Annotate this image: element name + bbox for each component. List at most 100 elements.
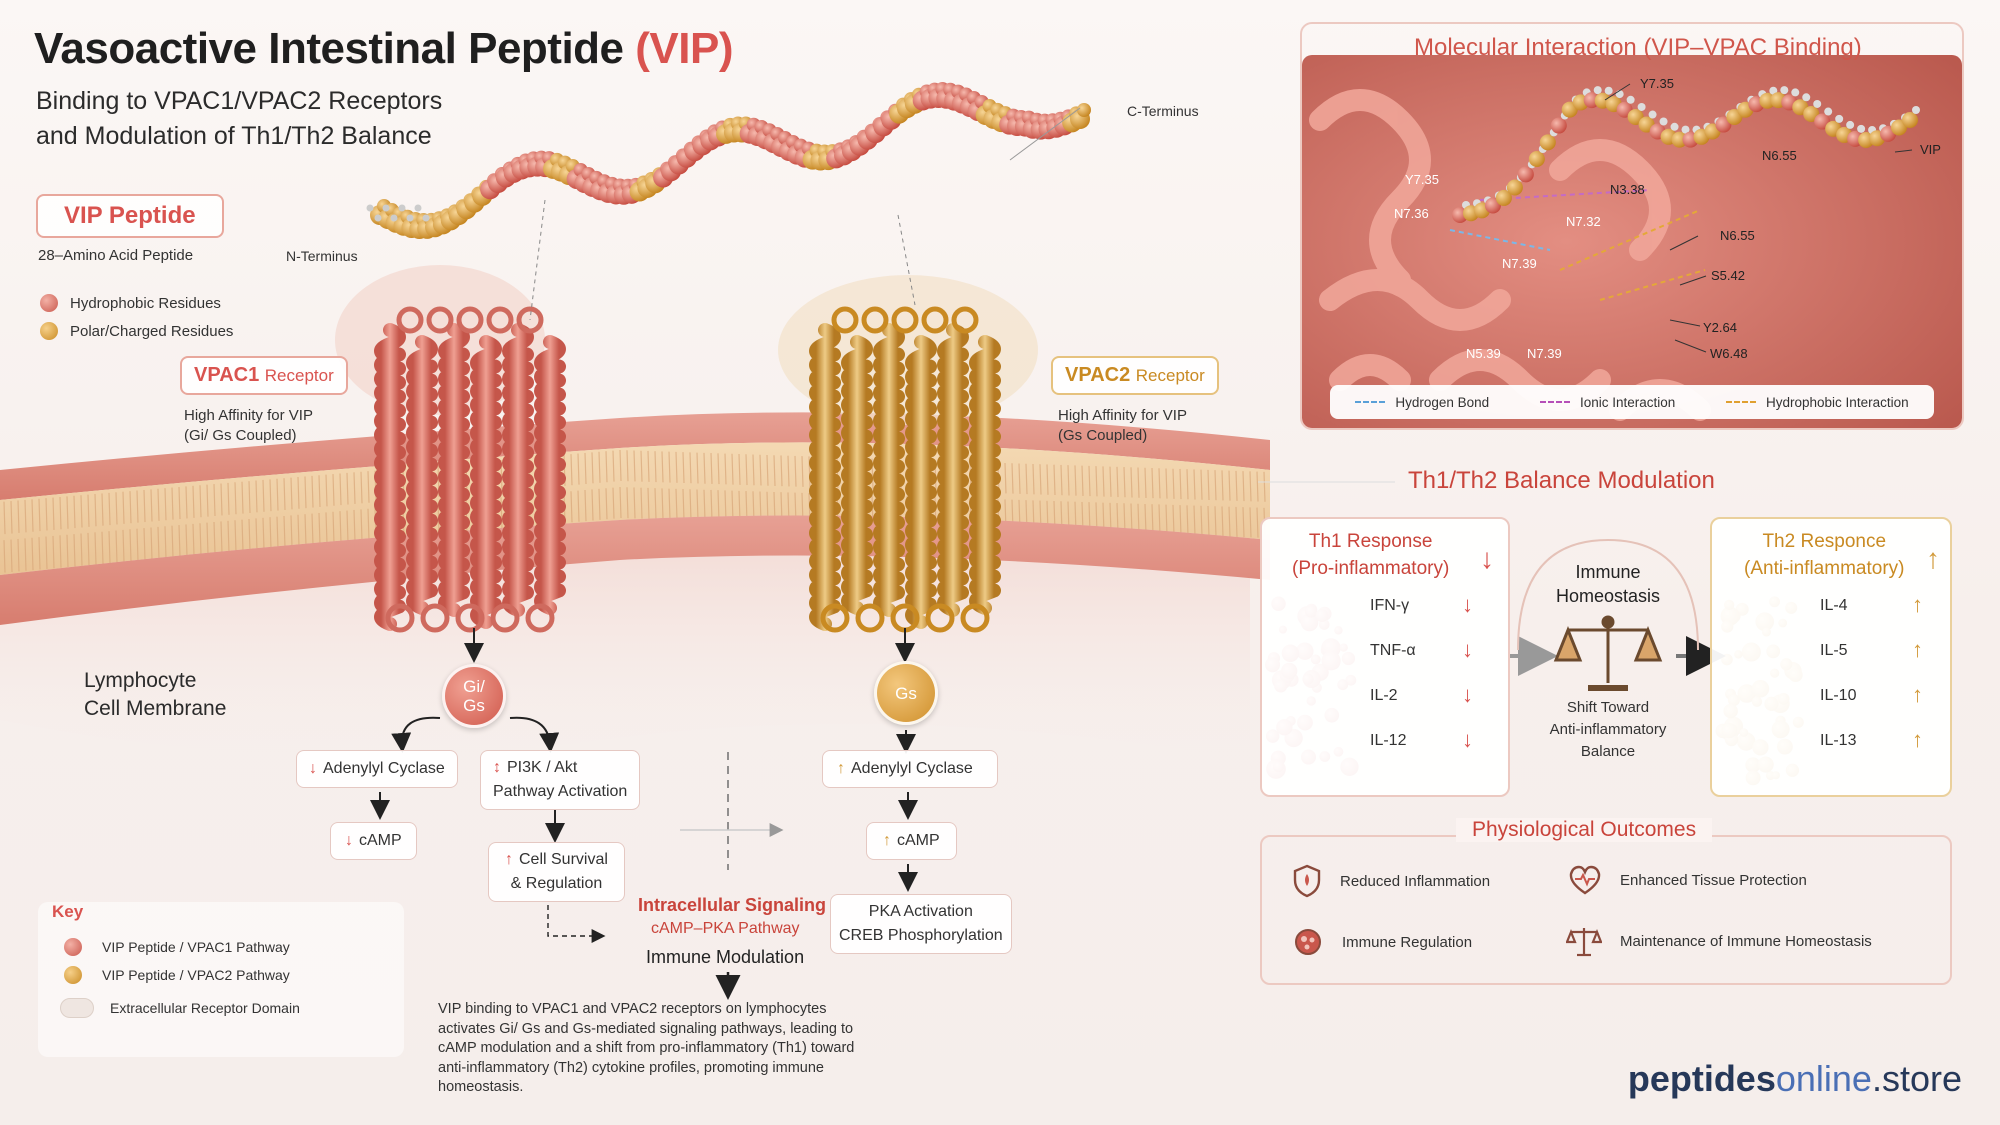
intracellular-signaling-title: Intracellular Signaling <box>638 895 827 915</box>
molecular-title: Molecular Interaction (VIP–VPAC Binding) <box>1414 34 1862 61</box>
outcome-label-0: Reduced Inflammation <box>1340 872 1491 890</box>
ionic-dash-icon <box>1539 401 1570 403</box>
legend-polar: Polar/Charged Residues <box>40 322 233 340</box>
vpac1-note-2: (Gi/ Gs Coupled) <box>184 427 297 444</box>
description: VIP binding to VPAC1 and VPAC2 receptors… <box>438 1001 855 1095</box>
scale-icon <box>1566 928 1602 957</box>
up-arrow-icon: ↑ <box>883 832 891 849</box>
homeostasis-line-1: Immune <box>1575 562 1641 582</box>
down-arrow-icon: ↓ <box>1462 637 1473 662</box>
th1-line-1: Th1 Response <box>1308 531 1433 552</box>
brand-part-2: online <box>1775 1058 1872 1099</box>
gs-protein: Gs <box>874 661 938 725</box>
homeostasis-line-2: Homeostasis <box>1555 586 1661 606</box>
c-terminus-label: C-Terminus <box>1127 103 1199 119</box>
homeostasis-sub-3: Balance <box>1580 743 1636 760</box>
membrane-line-1: Lymphocyte <box>84 669 197 692</box>
th1-cytokine: IFN-γ <box>1370 597 1410 614</box>
vpac2-note-2: (Gs Coupled) <box>1058 427 1148 444</box>
title-accent: (VIP) <box>635 24 733 73</box>
up-down-arrow-icon: ↕ <box>493 759 501 776</box>
pi3k-line-2: Pathway Activation <box>493 783 628 800</box>
page-subtitle: Binding to VPAC1/VPAC2 Receptors and Mod… <box>36 84 596 154</box>
down-arrow-icon: ↓ <box>345 832 353 849</box>
survival-line-1: Cell Survival <box>519 851 608 868</box>
th1-cytokine: IL-12 <box>1370 732 1407 749</box>
residue-label: N7.32 <box>1566 214 1601 229</box>
right-camp-label: cAMP <box>897 832 940 849</box>
legend-hydrogen-bond: Hydrogen Bond <box>1355 395 1489 410</box>
gi-gs-line-2: Gs <box>463 696 485 715</box>
key-vpac2-label: VIP Peptide / VPAC2 Pathway <box>102 967 290 983</box>
balance-scale-icon <box>1553 615 1663 691</box>
key-extracellular: Extracellular Receptor Domain <box>60 998 300 1018</box>
pi3k-box: ↕PI3K / Akt Pathway Activation <box>480 750 641 810</box>
vip-peptide-label: VIP Peptide <box>36 194 224 238</box>
residue-label: N6.55 <box>1762 148 1797 163</box>
left-camp-label: cAMP <box>359 832 402 849</box>
key-vpac1: VIP Peptide / VPAC1 Pathway <box>64 938 290 956</box>
homeostasis: Immune Homeostasis <box>1540 560 1676 608</box>
residue-label: Y2.64 <box>1703 320 1737 335</box>
outcomes-title: Physiological Outcomes <box>1456 818 1713 842</box>
th1-title: Th1 Response (Pro-inflammatory) <box>1292 528 1449 582</box>
key-title: Key <box>52 902 84 921</box>
th1-down-arrow-icon: ↓ <box>1480 543 1494 574</box>
legend-hydrophobic-int-label: Hydrophobic Interaction <box>1766 394 1909 410</box>
vpac2-receptor <box>778 275 1038 633</box>
th2-cytokine: IL-10 <box>1820 687 1857 704</box>
hydrophobic-dot-icon <box>40 294 58 312</box>
th1-line-2: (Pro-inflammatory) <box>1292 558 1450 579</box>
key-vpac2: VIP Peptide / VPAC2 Pathway <box>64 966 290 984</box>
shield-icon <box>1293 864 1321 898</box>
outcome-immune-regulation: Immune Regulation <box>1292 926 1472 958</box>
right-adenylyl-box: ↑Adenylyl Cyclase <box>822 750 998 788</box>
right-adenylyl-label: Adenylyl Cyclase <box>851 760 973 777</box>
residue-label: N7.36 <box>1394 206 1429 221</box>
vpac2-note-1: High Affinity for VIP <box>1058 407 1187 424</box>
immune-modulation: Immune Modulation <box>646 947 805 967</box>
residue-label: N7.39 <box>1527 346 1562 361</box>
legend-ionic-label: Ionic Interaction <box>1579 394 1676 410</box>
legend-ionic: Ionic Interaction <box>1539 394 1676 410</box>
th1-cytokine: IL-2 <box>1370 687 1398 704</box>
vpac2-suffix: Receptor <box>1135 366 1205 385</box>
left-camp-box: ↓ cAMP <box>330 822 417 860</box>
vpac1-name: VPAC1 <box>194 364 260 386</box>
membrane-label: Lymphocyte Cell Membrane <box>84 667 226 723</box>
outcome-tissue-protection: Enhanced Tissue Protection <box>1568 864 1807 896</box>
legend-hydrophobic-label: Hydrophobic Residues <box>70 294 221 312</box>
down-arrow-icon: ↓ <box>1462 682 1473 707</box>
immune-cell-icon <box>1295 929 1321 955</box>
brand-part-3: .store <box>1871 1058 1962 1099</box>
brand-logo: peptidesonline.store <box>1628 1058 1962 1100</box>
th2-line-2: (Anti-inflammatory) <box>1744 558 1905 579</box>
balance-title: Th1/Th2 Balance Modulation <box>1408 467 1715 494</box>
up-arrow-icon: ↑ <box>505 851 513 868</box>
up-arrow-icon: ↑ <box>1912 727 1923 752</box>
polar-dot-icon <box>40 322 58 340</box>
legend-hydrophobic: Hydrophobic Residues <box>40 294 221 312</box>
legend-hydrophobic-interaction: Hydrophobic Interaction <box>1726 395 1909 410</box>
page-title: Vasoactive Intestinal Peptide (VIP) <box>34 24 733 74</box>
down-arrow-icon: ↓ <box>1462 592 1473 617</box>
hydrogen-bond-dash-icon <box>1355 401 1386 403</box>
receptor-domain-icon <box>60 998 94 1018</box>
subtitle-line-1: Binding to VPAC1/VPAC2 Receptors <box>36 87 443 115</box>
outcome-label-3: Maintenance of Immune Homeostasis <box>1620 932 1872 950</box>
residue-label: N3.38 <box>1610 182 1645 197</box>
outcome-label-2: Immune Regulation <box>1342 933 1473 951</box>
homeostasis-sub: Shift Toward Anti-inflammatory Balance <box>1530 697 1686 763</box>
hydrophobic-dash-icon <box>1726 401 1757 403</box>
gi-gs-line-1: Gi/ <box>463 677 485 696</box>
up-arrow-icon: ↑ <box>1912 592 1923 617</box>
key-box: Key VIP Peptide / VPAC1 Pathway VIP Pept… <box>38 902 404 1057</box>
residue-label: VIP <box>1920 142 1941 157</box>
vip-peptide-chain <box>366 82 1091 240</box>
peptide-description: 28–Amino Acid Peptide <box>38 247 194 264</box>
key-extracellular-label: Extracellular Receptor Domain <box>110 1000 300 1016</box>
legend-polar-label: Polar/Charged Residues <box>70 322 234 340</box>
brand-part-1: peptides <box>1627 1058 1776 1099</box>
residue-label: Y7.35 <box>1405 172 1439 187</box>
